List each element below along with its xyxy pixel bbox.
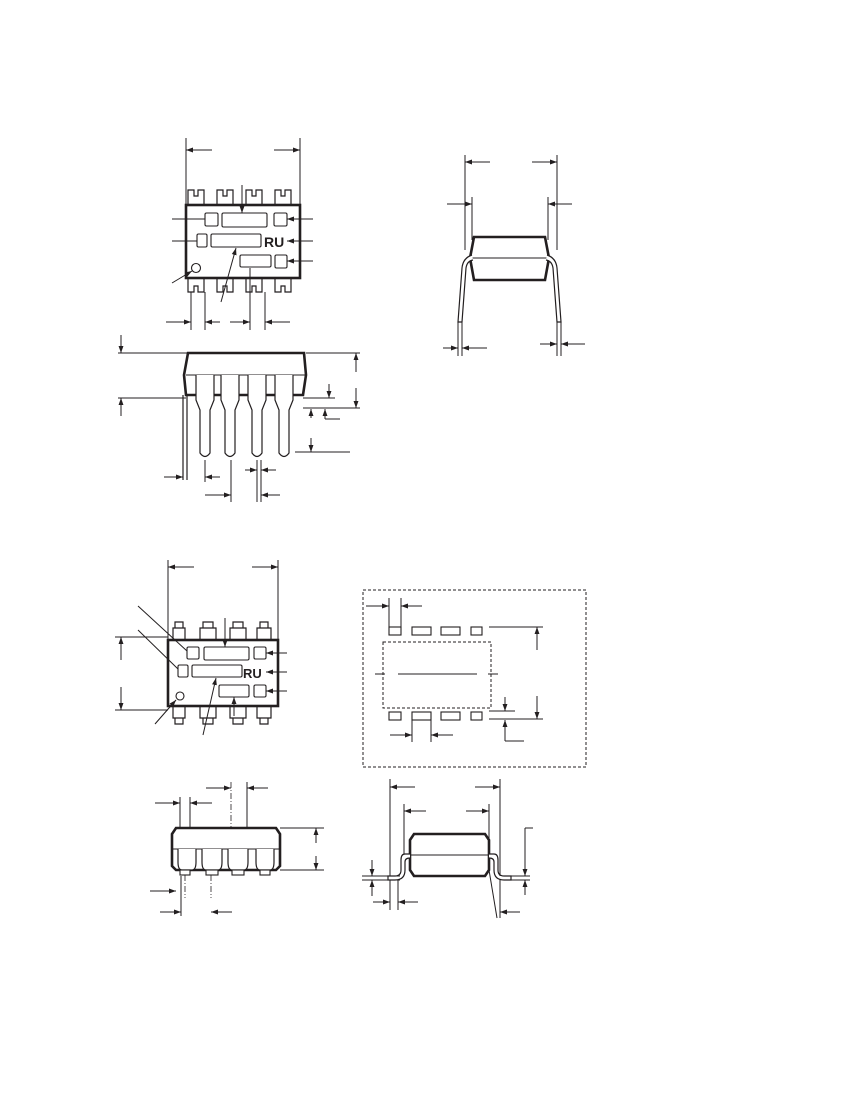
lead-foot [205, 869, 219, 876]
smd-leads-lower [172, 706, 272, 725]
ur-mark: RU [264, 234, 284, 250]
marking-box [196, 233, 208, 248]
marking-box [204, 212, 219, 227]
top-pins-lower [187, 278, 292, 293]
marking-box [274, 254, 288, 269]
ur-mark: RU [243, 666, 262, 681]
smd-top-view: RU [115, 560, 287, 736]
top-pins-upper [187, 189, 292, 205]
marking-box [177, 664, 189, 678]
smd-leads-upper [172, 621, 272, 640]
marking-box [239, 254, 272, 268]
smd-side-view [150, 782, 324, 916]
land-pad [388, 626, 402, 636]
smd-land-pattern [362, 589, 587, 768]
pin-one-indicator [175, 691, 185, 701]
pin-one-indicator [190, 262, 202, 274]
land-pad [388, 711, 402, 721]
gull-wing-leads [177, 849, 275, 876]
marking-box [191, 664, 243, 678]
dip-top-view: RU [166, 138, 313, 330]
marking-box [203, 646, 250, 661]
land-pad [411, 626, 432, 636]
leader-arrow [154, 699, 177, 725]
footprint-border [362, 589, 587, 768]
smd-end-view [362, 779, 533, 919]
land-pad [440, 626, 461, 636]
marking-box [186, 646, 200, 660]
body-outline [382, 641, 492, 709]
leader-line [137, 605, 188, 652]
lead-foot [231, 869, 245, 876]
lead-left [457, 254, 474, 323]
lead-foot [179, 869, 191, 876]
marking-box [221, 212, 268, 228]
marking-box [218, 684, 250, 698]
leader-line [488, 869, 498, 919]
lead-foot [259, 869, 271, 876]
lead-right [545, 254, 562, 323]
leads [182, 375, 294, 480]
marking-box [210, 233, 262, 248]
marking-box [273, 212, 288, 227]
land-pad [411, 711, 432, 721]
marking-box [253, 684, 267, 698]
leader-arrow [171, 270, 193, 284]
land-pad [470, 711, 483, 721]
dip-end-view [443, 155, 585, 356]
land-pad [440, 711, 461, 721]
dip-side-view [118, 335, 360, 502]
leader-arrow [220, 247, 237, 303]
land-pad [470, 626, 483, 636]
marking-box [253, 646, 267, 660]
leader-arrow [202, 677, 217, 736]
